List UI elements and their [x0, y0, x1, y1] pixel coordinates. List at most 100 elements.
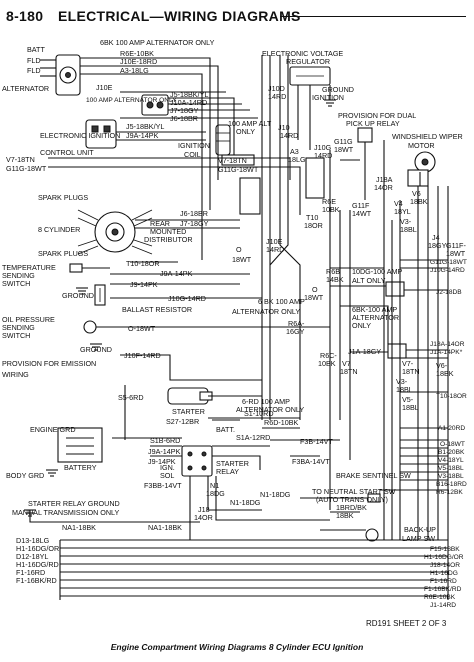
label-j10a-14rd: J10A-14RD — [170, 98, 207, 107]
label-s5: S5-6RD — [118, 393, 144, 402]
label-ground-2: GROUND — [80, 345, 112, 354]
label-spark-plugs-top: SPARK PLUGS — [38, 193, 88, 202]
label-alternator: ALTERNATOR — [2, 84, 49, 93]
label-b16-18rd: B16-18RD — [436, 481, 467, 488]
label-14rd-c: 14RD — [314, 151, 332, 160]
label-j10g-14rd-rr: J10G-14RD — [430, 267, 465, 274]
label-18bk-c: 18BK — [436, 369, 454, 378]
label-18wt-b: 18WT — [232, 255, 252, 264]
temperature-sending-switch — [69, 263, 110, 273]
label-j6-18br-top: J6-18BR — [170, 114, 198, 123]
label-18wt-c: 18WT — [304, 293, 324, 302]
label-j7-18gy: J7-18GY — [180, 219, 209, 228]
label-v7-18tn-mid: V7-18TN — [218, 156, 247, 165]
label-ballast-resistor: BALLAST RESISTOR — [122, 305, 192, 314]
label-j18a: J18A — [376, 175, 393, 184]
label-ignition-2: IGNITION — [312, 93, 344, 102]
label-r6d-10bk: R6D-10BK — [264, 418, 299, 427]
label-b1-20bk: B1-20BK — [438, 449, 465, 456]
ballast-resistor — [94, 284, 106, 306]
label-only-3: ONLY — [352, 321, 371, 330]
label-a3: A3 — [290, 147, 299, 156]
label-j5-18bkyl-mid: J5-18BK/YL — [126, 122, 164, 131]
label-j1a-14pk: J1A-14PK* — [430, 349, 463, 356]
label-j1-14rd: J1-14RD — [430, 602, 456, 609]
label-s1b-6rd: S1B-6RD — [150, 436, 180, 445]
label-8-cylinder: 8 CYLINDER — [38, 225, 80, 234]
label-brake-sentinel: BRAKE SENTINEL SW — [336, 471, 411, 480]
label-coil: COIL — [184, 150, 201, 159]
label-v5-18bl-r: V5-18BL — [438, 465, 464, 472]
label-d12-18yl: D12-18YL — [16, 552, 48, 561]
label-14or: 14OR — [194, 513, 213, 522]
label-v7: V7 — [342, 359, 351, 368]
label-ground-3: GROUND — [322, 85, 354, 94]
label-14or-b: 14OR — [374, 183, 393, 192]
label-1brd-bk: 1BRD/BK — [336, 503, 367, 512]
ground-symbols — [24, 99, 336, 517]
label-r6a: R6A- — [288, 319, 305, 328]
label-regulator: REGULATOR — [286, 57, 330, 66]
label-v3-18bl: V3- — [400, 217, 412, 226]
label-control-unit: CONTROL UNIT — [40, 148, 94, 157]
label-provision-dual: PROVISION FOR DUAL — [338, 111, 416, 120]
label-n1-18dg-bot: N1-18DG — [230, 498, 261, 507]
label-ign: IGN. — [160, 463, 175, 472]
label-r6e: R6E — [322, 197, 336, 206]
label-windshield-wiper: WINDSHIELD WIPER — [392, 132, 463, 141]
label-j10g-14rd: J10G-14RD — [168, 294, 206, 303]
label-v5: V5- — [402, 395, 414, 404]
wiring-harness — [29, 55, 449, 600]
label-18wt-d: 18WT — [446, 249, 466, 258]
label-j9a-14pk-mid: J9A-14PK — [160, 269, 193, 278]
label-100amp-alt-only: 100 AMP ALTERNATOR ONLY — [86, 97, 177, 104]
label-v7-18tn-r: V7- — [402, 359, 414, 368]
label-n1: N1 — [210, 481, 219, 490]
ignition-control-unit — [85, 119, 117, 149]
label-g11f: G11F — [352, 201, 370, 210]
label-6bk-100amp: 6BK 100 AMP ALTERNATOR ONLY — [100, 38, 215, 47]
label-j10f-14rd: J10F-14RD — [124, 351, 161, 360]
label-16gy: 16GY — [286, 327, 305, 336]
label-a1-20rd: A1-20RD — [438, 425, 465, 432]
label-manual-trans-only: MANUAL TRANSMISSION ONLY — [12, 508, 120, 517]
label-f15-18bk: F15-18BK — [430, 546, 460, 553]
label-r6e-10bk: R6E-10BK — [120, 49, 154, 58]
label-only: ONLY — [236, 127, 255, 136]
label-f1-16rd: F1-16RD — [16, 568, 45, 577]
spark-plug-wires — [77, 209, 153, 255]
label-ground-1: GROUND — [62, 291, 94, 300]
label-r6c: R6C- — [320, 351, 337, 360]
label-j1a-18gy: J1A-18GY — [348, 347, 381, 356]
oil-pressure-sending-switch — [83, 320, 125, 334]
label-o: O — [236, 245, 242, 254]
alternator — [40, 54, 81, 96]
label-d13-18lg: D13-18LG — [16, 536, 50, 545]
label-g11g-18wt-mid: G11G-18WT — [218, 165, 259, 174]
label-sol: SOL — [160, 471, 174, 480]
label-18lg: 18LG — [288, 155, 306, 164]
label-10dg-100amp: 10DG-100 AMP — [352, 267, 403, 276]
label-o-r: O — [312, 285, 318, 294]
sheet-id: RD191 SHEET 2 OF 3 — [366, 619, 447, 628]
label-relay: RELAY — [216, 467, 239, 476]
label-fld-upper: FLD — [27, 56, 41, 65]
label-a3-18lg: A3-18LG — [120, 66, 149, 75]
label-j10e-12: J10E — [96, 83, 113, 92]
label-18dg: 18DG — [206, 489, 225, 498]
label-oil-pressure: OIL PRESSURE — [2, 315, 55, 324]
label-alt-only-3: ALT ONLY — [352, 276, 386, 285]
label-18gy-b: 18GY — [428, 241, 447, 250]
label-g11f-r: G11F- — [446, 241, 466, 250]
label-s27-12br: S27-12BR — [166, 417, 199, 426]
label-j9a-14pk-bot: J9A-14PK — [148, 447, 181, 456]
label-h1-16dg-rd: H1-16DG/RD — [16, 560, 59, 569]
label-starter-relay-ground: STARTER RELAY GROUND — [28, 499, 120, 508]
label-electronic-ignition: ELECTRONIC IGNITION — [40, 131, 120, 140]
label-n1-18dg-mid: N1-18DG — [260, 490, 291, 499]
label-v3-18bl-r: V3- — [396, 377, 408, 386]
label-6rd-100amp: 6-RD 100 AMP — [242, 397, 290, 406]
label-spark-plugs-bottom: SPARK PLUGS — [38, 249, 88, 258]
label-provision-for-emission: PROVISION FOR EMISSION — [2, 359, 96, 368]
